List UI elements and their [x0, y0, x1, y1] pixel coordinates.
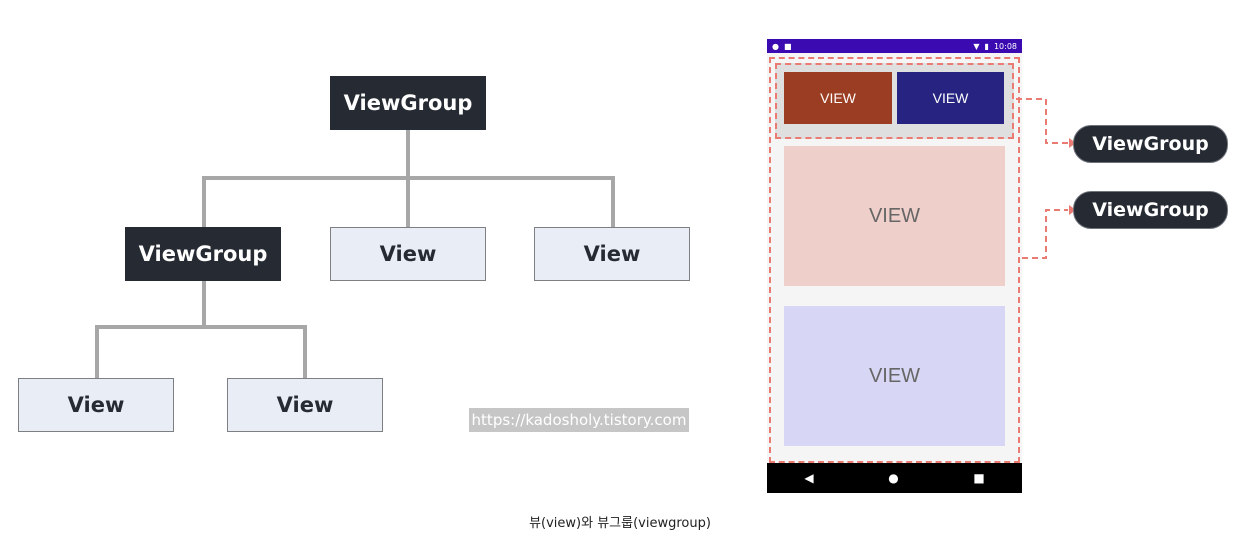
back-icon[interactable]: ◀: [804, 471, 814, 485]
connector-group-stem: [202, 280, 206, 328]
recent-apps-icon[interactable]: ■: [973, 471, 985, 485]
status-left-icons: ● ■: [772, 42, 792, 51]
callout-viewgroup-2: ViewGroup: [1073, 191, 1228, 229]
callout-viewgroup-1: ViewGroup: [1073, 125, 1228, 163]
callout-connector-1: [1016, 98, 1068, 144]
child-view-node-1: View: [330, 227, 486, 281]
child-viewgroup-node: ViewGroup: [125, 227, 281, 281]
record-icon: ●: [772, 41, 779, 51]
status-time: 10:08: [993, 41, 1017, 51]
connector-child-1-drop: [202, 176, 206, 228]
connector-root-stem: [406, 129, 410, 179]
outer-viewgroup-outline: [769, 57, 1020, 463]
view-box-lavender: VIEW: [784, 306, 1005, 446]
status-bar: ● ■ ▼ ▮ 10:08: [767, 39, 1022, 53]
wifi-icon: ▼: [973, 41, 980, 51]
leaf-view-node-1: View: [18, 378, 174, 432]
connector-leaf-2-drop: [303, 325, 307, 379]
status-right-icons: ▼ ▮ 10:08: [973, 42, 1017, 51]
connector-child-3-drop: [611, 176, 615, 228]
leaf-view-node-2: View: [227, 378, 383, 432]
view-box-navy: VIEW: [897, 72, 1004, 124]
view-box-pink: VIEW: [784, 146, 1005, 286]
connector-group-horizontal: [95, 325, 307, 329]
child-view-node-2: View: [534, 227, 690, 281]
figure-caption: 뷰(view)와 뷰그룹(viewgroup): [529, 516, 711, 531]
callout-arrowhead-1: [1069, 138, 1076, 148]
navigation-bar: ◀ ● ■: [767, 463, 1022, 493]
callout-connector-2: [1022, 209, 1068, 259]
connector-leaf-1-drop: [95, 325, 99, 379]
connector-child-2-drop: [406, 176, 410, 228]
callout-arrowhead-2: [1069, 205, 1076, 215]
view-box-brown: VIEW: [784, 72, 892, 124]
home-icon[interactable]: ●: [888, 471, 899, 485]
sd-card-icon: ■: [783, 41, 792, 51]
watermark-url: https://kadosholy.tistory.com: [469, 408, 689, 432]
phone-mockup: ● ■ ▼ ▮ 10:08 VIEW VIEW VIEW VIEW ◀ ● ■: [767, 39, 1022, 493]
root-viewgroup-node: ViewGroup: [330, 76, 486, 130]
battery-icon: ▮: [984, 41, 989, 51]
